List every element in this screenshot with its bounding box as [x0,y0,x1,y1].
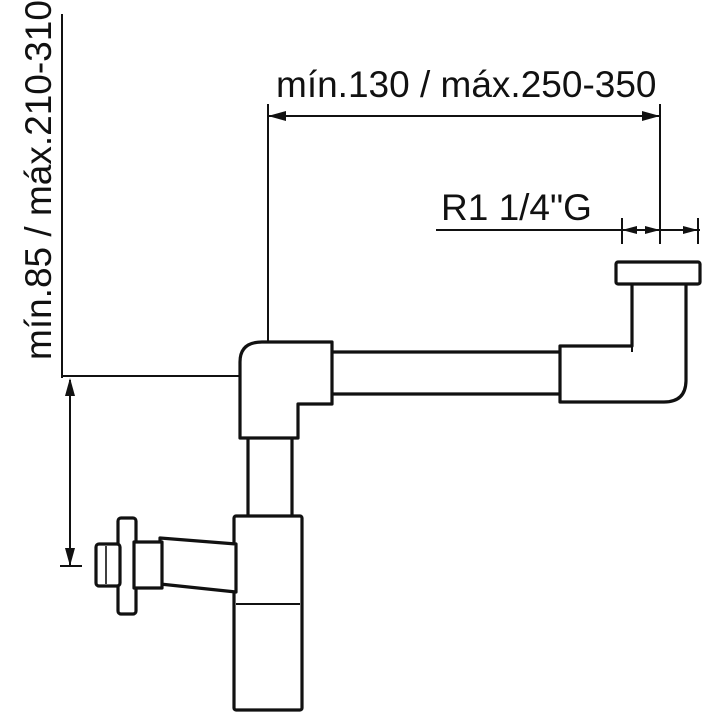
horizontal-arm-pipe [328,350,568,396]
thread-size-label: R1 1/4"G [441,187,592,228]
siphon-assembly [94,260,702,712]
horizontal-arrow-left [268,111,286,121]
thread-dimension: R1 1/4"G [436,187,700,244]
thread-arrow-right-outer [683,226,698,234]
wall-spigot-tip [94,542,122,588]
wall-outlet-pipe [158,536,238,594]
vertical-arrow-top [65,378,75,396]
bottle-trap-body [232,514,304,712]
thread-arrow-right [645,226,660,234]
horizontal-arrow-right [642,111,660,121]
thread-arrow-left [622,226,637,234]
right-elbow-pipe [558,280,688,404]
wall-spigot-connector [132,540,164,590]
vertical-arrow-bottom [65,548,75,566]
horizontal-dimension: mín.130 / máx.250-350 [267,64,661,378]
vertical-dimension: mín.85 / máx.210-310 [18,0,274,567]
vertical-connector-pipe [246,434,294,522]
outlet-flange [614,260,702,286]
vertical-dimension-label: mín.85 / máx.210-310 [18,0,59,360]
horizontal-dimension-label: mín.130 / máx.250-350 [276,64,657,105]
left-elbow-fitting [238,340,334,440]
